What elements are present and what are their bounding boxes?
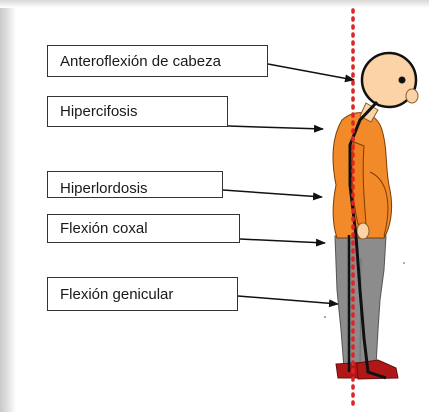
label-hip-flexion-text: Flexión coxal	[60, 221, 148, 236]
label-hyperkyphosis: Hipercifosis	[47, 96, 228, 127]
label-hyperlordosis-text: Hiperlordosis	[60, 181, 148, 196]
arrow-hyperkyphosis	[228, 126, 323, 129]
label-knee-flexion: Flexión genicular	[47, 277, 238, 311]
pointer-arrows	[223, 64, 354, 304]
label-hyperkyphosis-text: Hipercifosis	[60, 104, 138, 119]
label-knee-flexion-text: Flexión genicular	[60, 287, 173, 302]
arrow-hip-flexion	[240, 239, 325, 243]
arrow-knee-flexion	[238, 296, 338, 304]
label-head-flexion: Anteroflexión de cabeza	[47, 45, 268, 77]
ear	[406, 89, 418, 103]
hand	[357, 223, 369, 239]
label-hyperlordosis: Hiperlordosis	[47, 171, 223, 198]
eye	[399, 77, 406, 84]
label-head-flexion-text: Anteroflexión de cabeza	[60, 54, 221, 69]
arrow-head-flexion	[268, 64, 354, 80]
label-hip-flexion: Flexión coxal	[47, 214, 240, 243]
person-figure	[333, 53, 418, 379]
arrow-hyperlordosis	[223, 190, 322, 197]
